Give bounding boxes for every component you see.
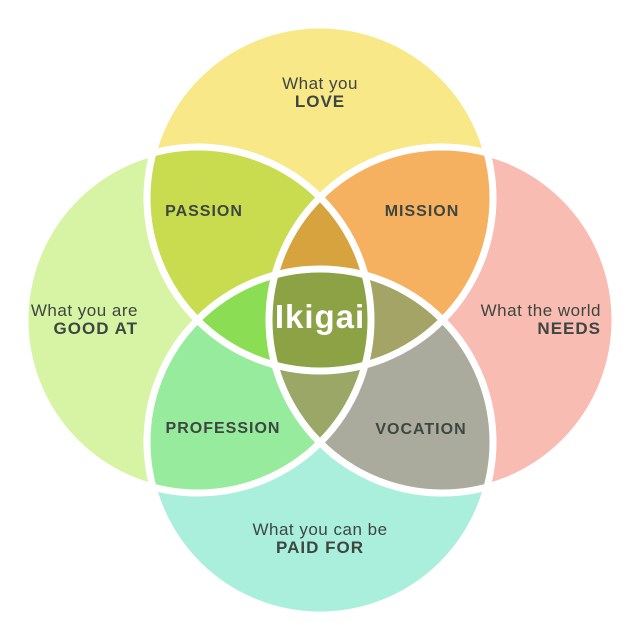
label-paid-for: What you can be PAID FOR — [170, 521, 470, 557]
label-needs-line2: NEEDS — [537, 319, 601, 338]
label-profession: PROFESSION — [165, 420, 281, 437]
label-vocation: VOCATION — [375, 421, 467, 438]
outline-love — [143, 21, 497, 375]
outline-needs — [265, 143, 619, 497]
label-passion: PASSION — [165, 203, 243, 220]
label-mission: MISSION — [384, 203, 460, 220]
label-ikigai: Ikigai — [274, 298, 366, 335]
label-good-at-line1: What you are — [30, 301, 138, 320]
label-paid-for-line2: PAID FOR — [276, 538, 364, 557]
label-love: What you LOVE — [170, 75, 470, 111]
outline-paid-for — [143, 265, 497, 619]
label-good-at-line2: GOOD AT — [53, 319, 138, 338]
label-good-at: What you are GOOD AT — [8, 302, 138, 338]
label-love-line2: LOVE — [294, 92, 346, 111]
label-love-line1: What you — [282, 74, 358, 93]
label-needs: What the world NEEDS — [441, 302, 601, 338]
label-paid-for-line1: What you can be — [252, 520, 388, 539]
outline-good-at — [21, 143, 375, 497]
label-needs-line1: What the world — [480, 301, 601, 320]
